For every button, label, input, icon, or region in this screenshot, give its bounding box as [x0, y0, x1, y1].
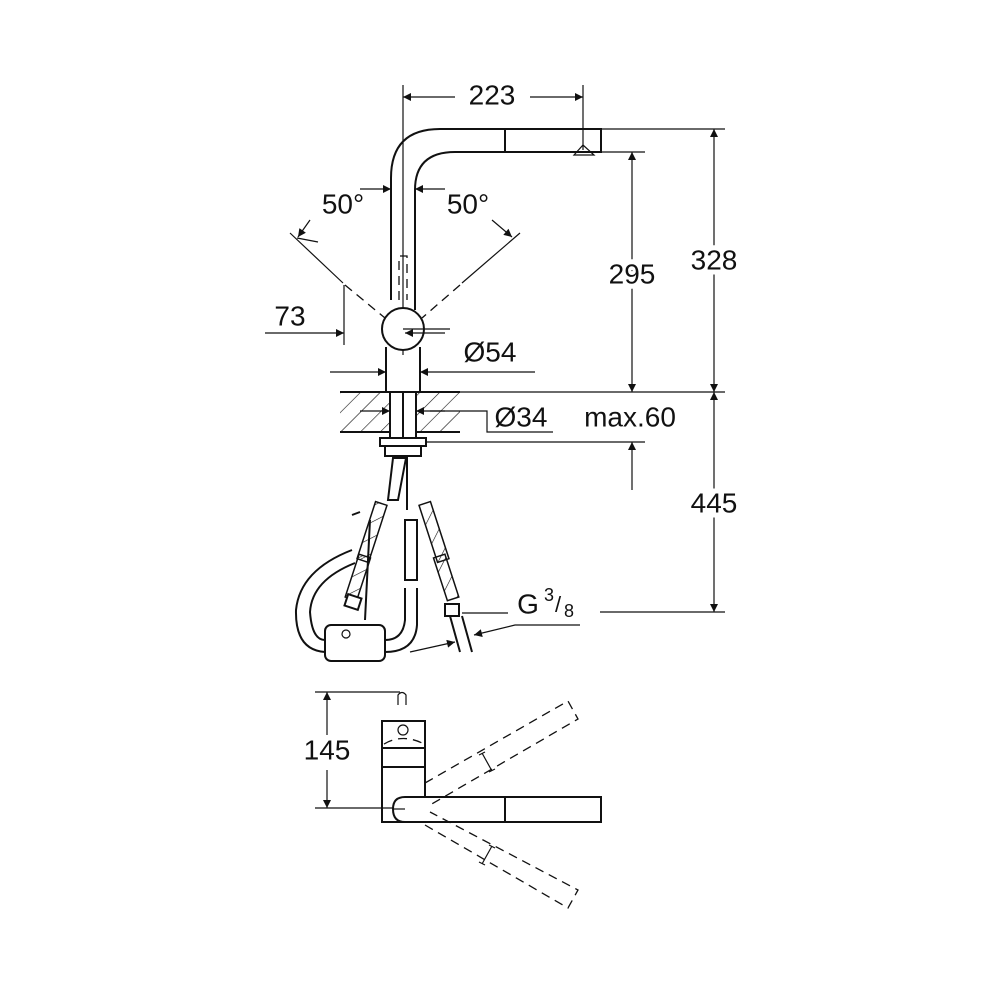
- pullout-hose-connector: [404, 519, 418, 581]
- dim-spout-reach: 223: [469, 79, 516, 110]
- dim-offset: 73: [274, 300, 305, 331]
- dim-swivel-right: 50°: [447, 188, 489, 219]
- dim-total-height: 328: [691, 244, 738, 275]
- dimensions: 223 50° 50° 73 Ø54 Ø34 max.60 295 328: [265, 79, 742, 653]
- dim-spout-height: 295: [609, 258, 656, 289]
- dim-top-view-depth: 145: [304, 734, 351, 765]
- dim-thread-numerator: 3: [544, 585, 554, 605]
- svg-text:/: /: [555, 592, 562, 617]
- dim-hose-length: 445: [691, 487, 738, 518]
- dim-swivel-left: 50°: [322, 188, 364, 219]
- faucet-top-view: 145: [304, 691, 602, 909]
- dim-thread-denominator: 8: [564, 601, 574, 621]
- weight-clamp: [324, 624, 386, 662]
- dim-thread: G: [517, 588, 539, 619]
- dim-hole-diameter: Ø34: [495, 401, 548, 432]
- supply-hoses: [294, 456, 473, 662]
- dim-max-thickness: max.60: [584, 401, 676, 432]
- dim-body-diameter: Ø54: [464, 336, 517, 367]
- faucet-side-view: [289, 128, 602, 457]
